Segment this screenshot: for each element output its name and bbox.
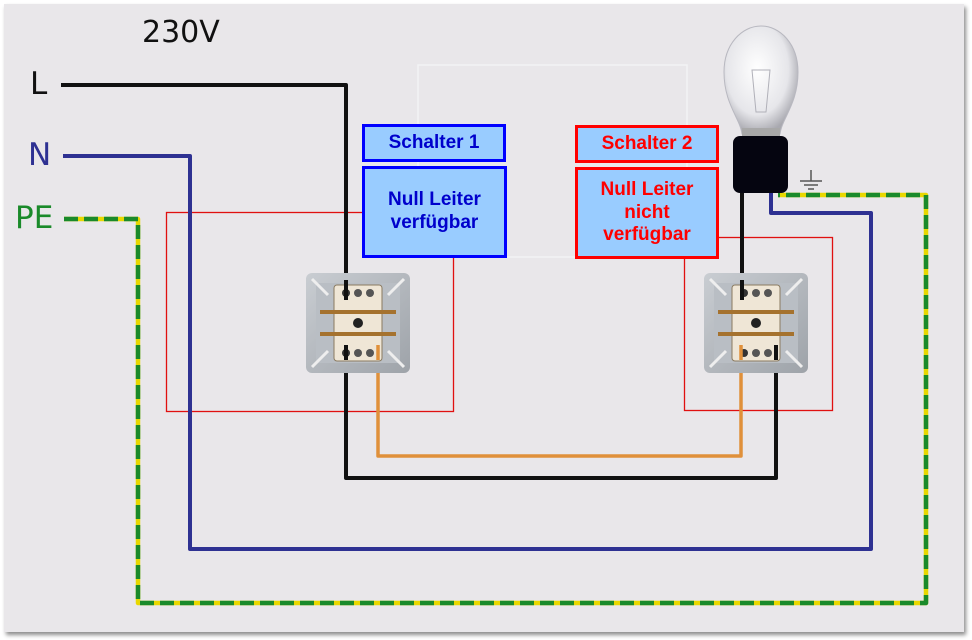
switch-1[interactable]	[306, 273, 410, 373]
switch-1-highlight	[165, 211, 455, 413]
neutral-label: N	[28, 137, 52, 173]
switch-1-title: Schalter 1	[388, 131, 480, 153]
switch-2-title-box: Schalter 2	[575, 125, 719, 163]
traveler-wire-orange	[376, 340, 743, 458]
protective-earth-label: PE	[15, 200, 54, 236]
switch-2-highlight	[683, 236, 834, 412]
phase-label: L	[30, 66, 48, 102]
earth-ground-icon	[800, 170, 822, 190]
neutral-wire	[63, 154, 873, 551]
voltage-label: 230V	[142, 15, 220, 50]
switch-2-title: Schalter 2	[601, 132, 693, 154]
switch-2-note-box: Null Leiter nicht verfügbar	[575, 167, 719, 259]
switch-1-note: Null Leiter verfügbar	[388, 189, 481, 233]
traveler-wire-black	[344, 340, 778, 480]
pe-wire	[64, 192, 929, 606]
phase-wire	[61, 83, 348, 290]
switch-2-note: Null Leiter nicht verfügbar	[600, 178, 694, 246]
light-bulb-icon[interactable]	[723, 25, 799, 193]
switch-1-title-box: Schalter 1	[362, 124, 506, 162]
switch-2[interactable]	[704, 273, 808, 373]
switch-1-note-box: Null Leiter verfügbar	[362, 166, 507, 258]
